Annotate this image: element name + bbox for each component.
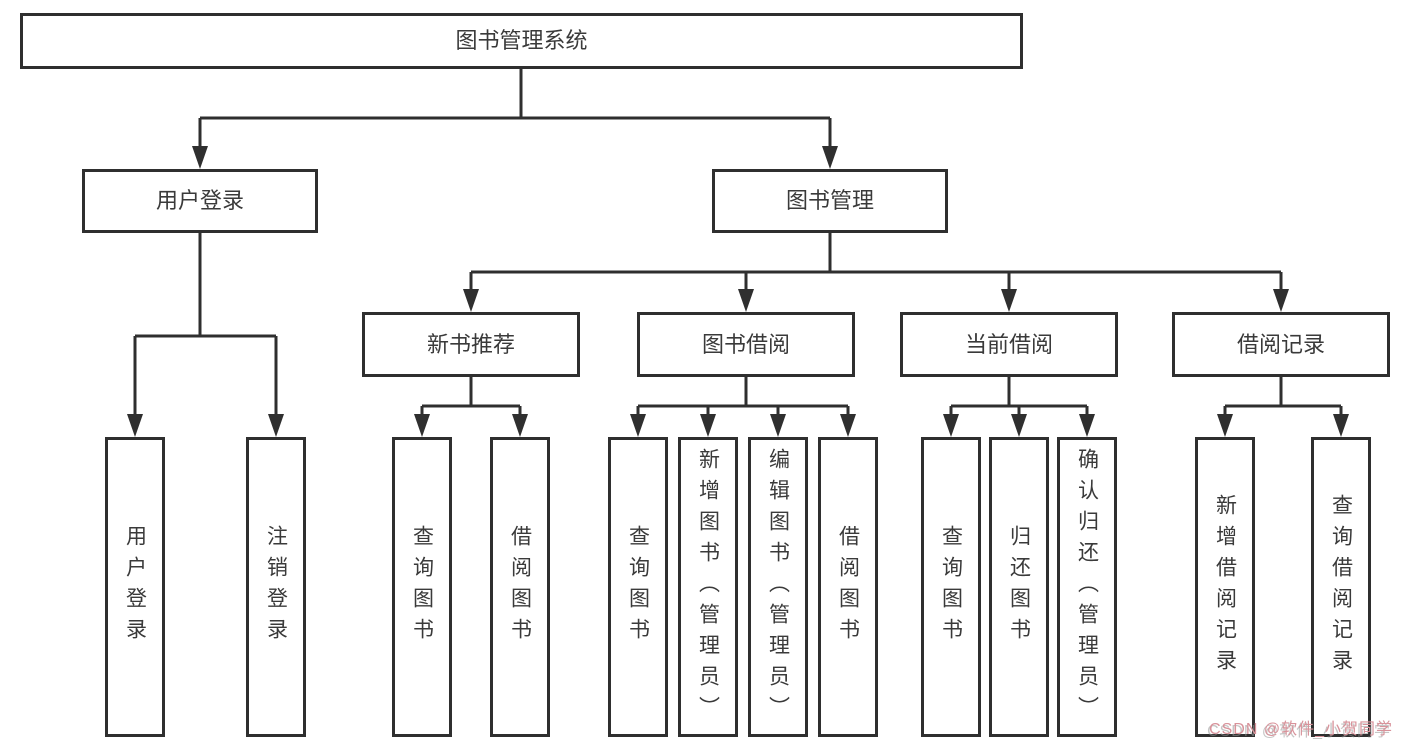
leaf-nbr-borrow-books: 借阅图书	[490, 437, 550, 737]
node-root: 图书管理系统	[20, 13, 1023, 69]
connector-book-management	[463, 233, 1289, 312]
leaf-bb-add-books-admin: 新增图书（管理员）	[678, 437, 738, 737]
leaf-bb-query-books: 查询图书	[608, 437, 668, 737]
leaf-bb-borrow-books: 借阅图书	[818, 437, 878, 737]
node-borrow-records: 借阅记录	[1172, 312, 1390, 377]
leaf-cb-return-books: 归还图书	[989, 437, 1049, 737]
node-current-borrow: 当前借阅	[900, 312, 1118, 377]
connector-borrow-records	[1217, 377, 1349, 437]
node-user-login: 用户登录	[82, 169, 318, 233]
leaf-br-add-borrow-record: 新增借阅记录	[1195, 437, 1255, 737]
node-book-borrow: 图书借阅	[637, 312, 855, 377]
leaf-user-login: 用户登录	[105, 437, 165, 737]
connector-current-borrow	[943, 377, 1095, 437]
leaf-cb-query-books: 查询图书	[921, 437, 981, 737]
node-new-book-recommend: 新书推荐	[362, 312, 580, 377]
leaf-cb-confirm-return-admin: 确认归还（管理员）	[1057, 437, 1117, 737]
leaf-logout: 注销登录	[246, 437, 306, 737]
node-book-management: 图书管理	[712, 169, 948, 233]
leaf-nbr-query-books: 查询图书	[392, 437, 452, 737]
connector-new-book-recommend	[414, 377, 528, 437]
connector-root	[192, 68, 838, 169]
leaf-bb-edit-books-admin: 编辑图书（管理员）	[748, 437, 808, 737]
watermark: CSDN @软件_小贺同学	[1209, 721, 1393, 738]
connector-user-login	[127, 233, 284, 437]
connector-book-borrow	[630, 377, 856, 437]
leaf-br-query-borrow-record: 查询借阅记录	[1311, 437, 1371, 737]
